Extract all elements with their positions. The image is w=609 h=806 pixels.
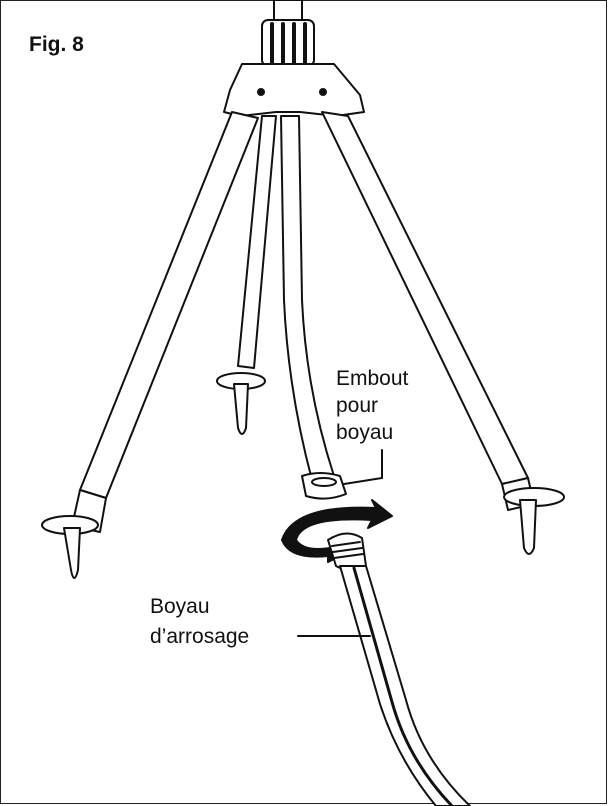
right-leg bbox=[321, 111, 565, 555]
riser-coupling-icon bbox=[261, 19, 315, 67]
garden-hose-label-line-1: Boyau bbox=[150, 595, 210, 618]
tripod-head bbox=[223, 63, 365, 117]
hose-fitting-nut-icon bbox=[301, 472, 347, 500]
back-leg bbox=[216, 115, 277, 435]
hose-fitting-label-line-3: boyau bbox=[336, 421, 394, 444]
hose-fitting-label-line-2: pour bbox=[336, 394, 379, 417]
riser-pipe bbox=[273, 0, 303, 21]
hose-fitting-label-line-1: Embout bbox=[336, 367, 409, 390]
hose-fitting-label: Embout pour boyau bbox=[336, 368, 408, 449]
figure-title: Fig. 8 bbox=[29, 33, 84, 56]
hose-fitting-leader-line-2 bbox=[343, 477, 383, 485]
center-supply-tube bbox=[280, 115, 335, 481]
garden-hose bbox=[339, 565, 471, 806]
garden-hose-label-line-2: d’arrosage bbox=[150, 625, 250, 648]
garden-hose-label: Boyau d’arrosage bbox=[150, 596, 249, 656]
left-leg bbox=[41, 111, 259, 579]
hose-connector-icon bbox=[327, 532, 367, 571]
